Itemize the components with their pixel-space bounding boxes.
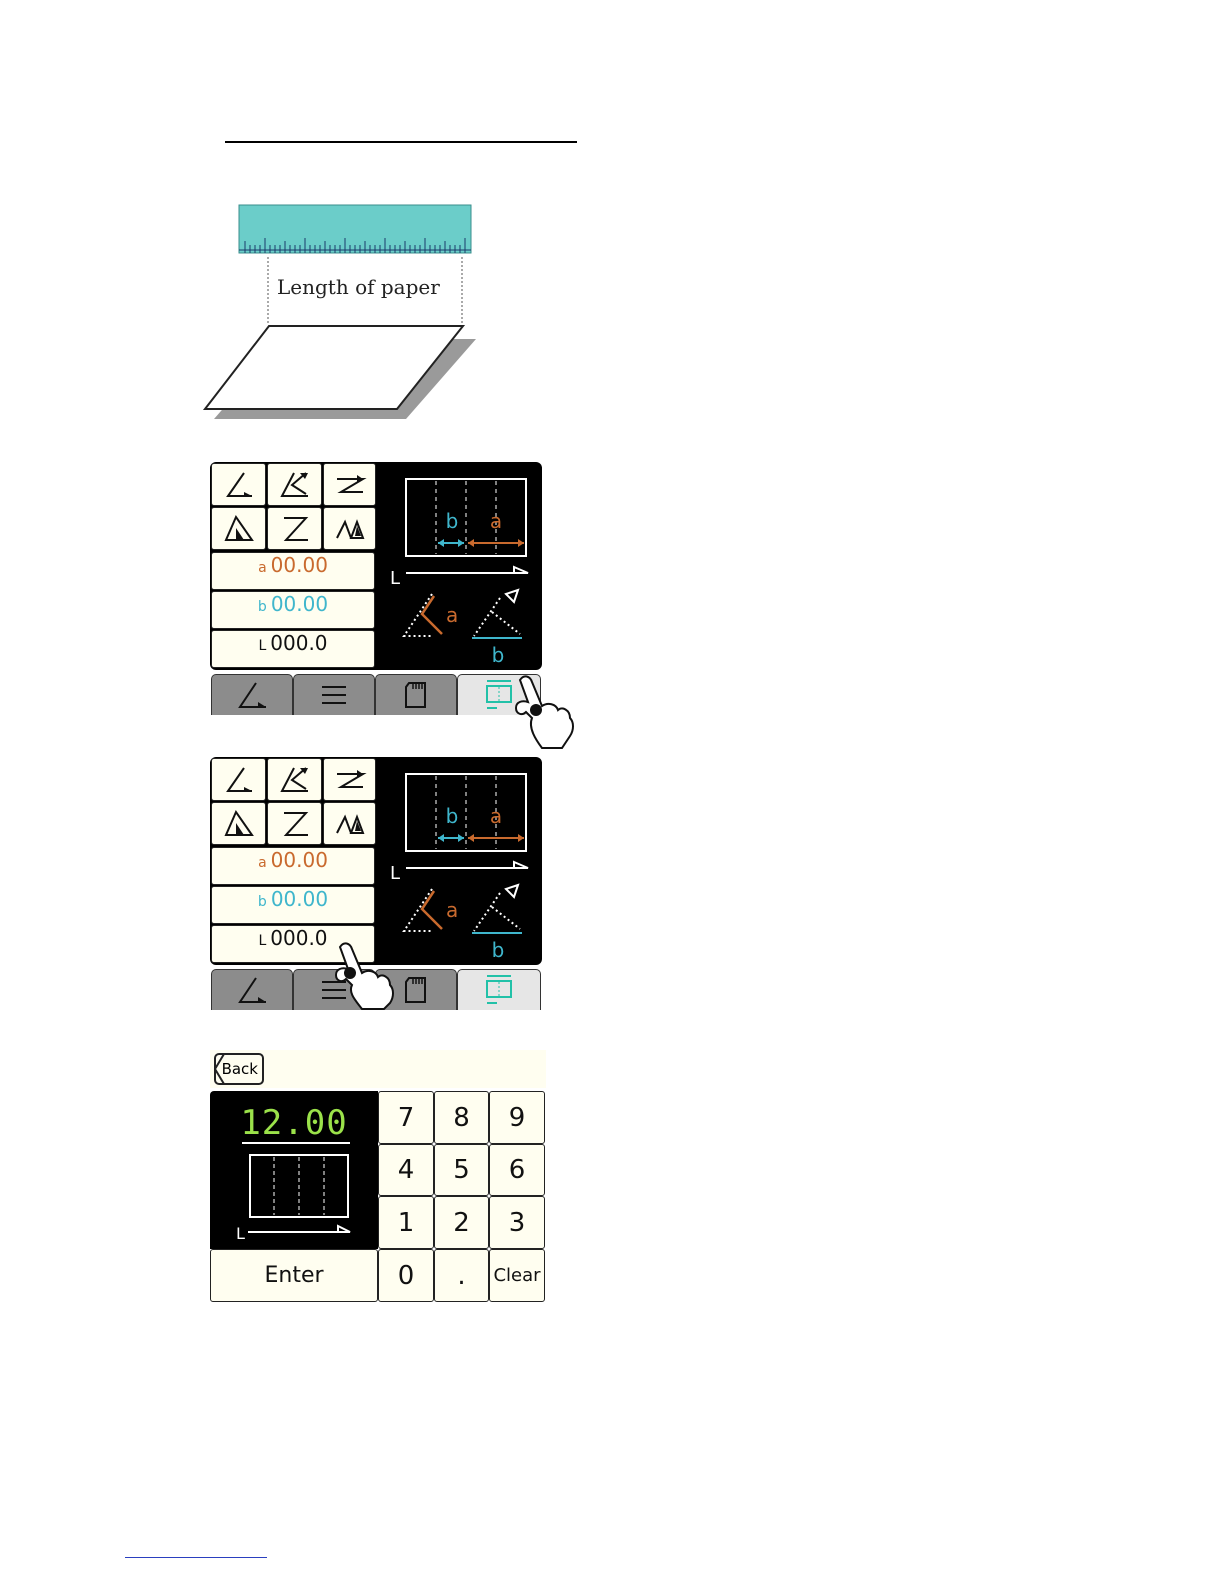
pointing-hand-icon	[512, 672, 578, 752]
back-bar: Back	[210, 1050, 546, 1088]
diagram-a-label: a	[490, 804, 502, 828]
paper-length-label: Length of paper	[277, 275, 440, 299]
fold-double-icon	[333, 514, 367, 544]
l-field-prefix: L	[258, 638, 266, 654]
diagram-b-label: b	[446, 509, 459, 533]
fold-type-6-button[interactable]	[323, 802, 376, 845]
fold-type-4-button[interactable]	[211, 802, 266, 845]
fold-type-4-button[interactable]	[211, 507, 266, 550]
keypad-display: 12.00 L	[210, 1091, 378, 1249]
fold-type-3-button[interactable]	[323, 758, 376, 801]
a-field[interactable]: a 00.00	[211, 552, 375, 590]
key-2[interactable]: 2	[434, 1196, 489, 1249]
fold-type-6-button[interactable]	[323, 507, 376, 550]
key-1[interactable]: 1	[378, 1196, 434, 1249]
key-decimal[interactable]: .	[434, 1249, 489, 1302]
fold-dimension-diagram: b a L a b	[382, 472, 538, 668]
tab-fold-type[interactable]	[211, 969, 293, 1010]
memory-card-icon	[401, 975, 431, 1005]
fold-z-icon	[333, 765, 367, 795]
fold-dimension-diagram: b a L a b	[382, 767, 538, 963]
a-field-value: 00.00	[271, 553, 328, 577]
fold-triangle-icon	[222, 809, 256, 839]
fold-double-icon	[333, 809, 367, 839]
fold-settings-panel-1: a 00.00 b 00.00 L 000.0 b a L a b	[210, 462, 542, 715]
bottom-rule	[125, 1557, 267, 1558]
key-3[interactable]: 3	[489, 1196, 545, 1249]
memory-card-icon	[401, 680, 431, 710]
clear-button[interactable]: Clear	[489, 1249, 545, 1302]
b-field-value: 00.00	[271, 887, 328, 911]
key-0[interactable]: 0	[378, 1249, 434, 1302]
fold-type-1-button[interactable]	[211, 758, 266, 801]
fold-angle-icon	[222, 470, 256, 500]
fold-n-icon	[278, 514, 312, 544]
fold-zigzag-angle-icon	[278, 470, 312, 500]
l-field[interactable]: L 000.0	[211, 630, 375, 668]
diagram-b-label: b	[446, 804, 459, 828]
paper-ruler-drawing	[195, 195, 485, 435]
tab-size[interactable]	[457, 969, 541, 1010]
back-button-label: Back	[222, 1060, 258, 1078]
b-field-value: 00.00	[271, 592, 328, 616]
fold-type-5-button[interactable]	[267, 802, 322, 845]
key-9[interactable]: 9	[489, 1091, 545, 1144]
diagram-fold-b-label: b	[492, 938, 505, 962]
fold-triangle-icon	[222, 514, 256, 544]
paper-size-icon	[482, 678, 516, 712]
keypad-l-label: L	[236, 1224, 245, 1243]
diagram-l-label: L	[390, 568, 400, 589]
diagram-fold-a-label: a	[446, 603, 458, 627]
tab-fold-type[interactable]	[211, 674, 293, 715]
fold-type-2-button[interactable]	[267, 758, 322, 801]
menu-icon	[319, 683, 349, 707]
tab-memory[interactable]	[375, 674, 457, 715]
fold-settings-panel-2: a 00.00 b 00.00 L 000.0 b a L a b	[210, 757, 542, 1010]
b-field[interactable]: b 00.00	[211, 591, 375, 629]
a-field[interactable]: a 00.00	[211, 847, 375, 885]
b-field[interactable]: b 00.00	[211, 886, 375, 924]
a-field-prefix: a	[258, 560, 267, 576]
l-field-prefix: L	[258, 933, 266, 949]
top-rule	[225, 141, 577, 143]
fold-type-5-button[interactable]	[267, 507, 322, 550]
key-7[interactable]: 7	[378, 1091, 434, 1144]
l-field-value: 000.0	[270, 926, 327, 950]
enter-button[interactable]: Enter	[210, 1249, 378, 1302]
tab-menu[interactable]	[293, 674, 375, 715]
fold-angle-icon	[232, 680, 272, 710]
diagram-fold-b-label: b	[492, 643, 505, 667]
fold-type-1-button[interactable]	[211, 463, 266, 506]
paper-size-icon	[482, 973, 516, 1007]
a-field-value: 00.00	[271, 848, 328, 872]
fold-n-icon	[278, 809, 312, 839]
fold-zigzag-angle-icon	[278, 765, 312, 795]
fold-angle-icon	[232, 975, 272, 1005]
diagram-l-label: L	[390, 863, 400, 884]
diagram-a-label: a	[490, 509, 502, 533]
diagram-fold-a-label: a	[446, 898, 458, 922]
b-field-prefix: b	[258, 894, 267, 910]
fold-angle-icon	[222, 765, 256, 795]
l-field-value: 000.0	[270, 631, 327, 655]
fold-type-2-button[interactable]	[267, 463, 322, 506]
key-6[interactable]: 6	[489, 1144, 545, 1196]
key-8[interactable]: 8	[434, 1091, 489, 1144]
key-4[interactable]: 4	[378, 1144, 434, 1196]
key-5[interactable]: 5	[434, 1144, 489, 1196]
keypad-length-diagram: L	[210, 1091, 378, 1249]
fold-z-icon	[333, 470, 367, 500]
back-button[interactable]: Back	[214, 1053, 264, 1085]
paper-length-illustration: Length of paper	[195, 195, 485, 435]
fold-type-3-button[interactable]	[323, 463, 376, 506]
bottom-tab-bar	[210, 674, 542, 715]
b-field-prefix: b	[258, 599, 267, 615]
numeric-keypad-screen: Back 12.00 L Enter 7 8 9 4 5 6 1 2 3 0 .…	[208, 1050, 548, 1306]
a-field-prefix: a	[258, 855, 267, 871]
pointing-hand-icon	[332, 939, 398, 1011]
